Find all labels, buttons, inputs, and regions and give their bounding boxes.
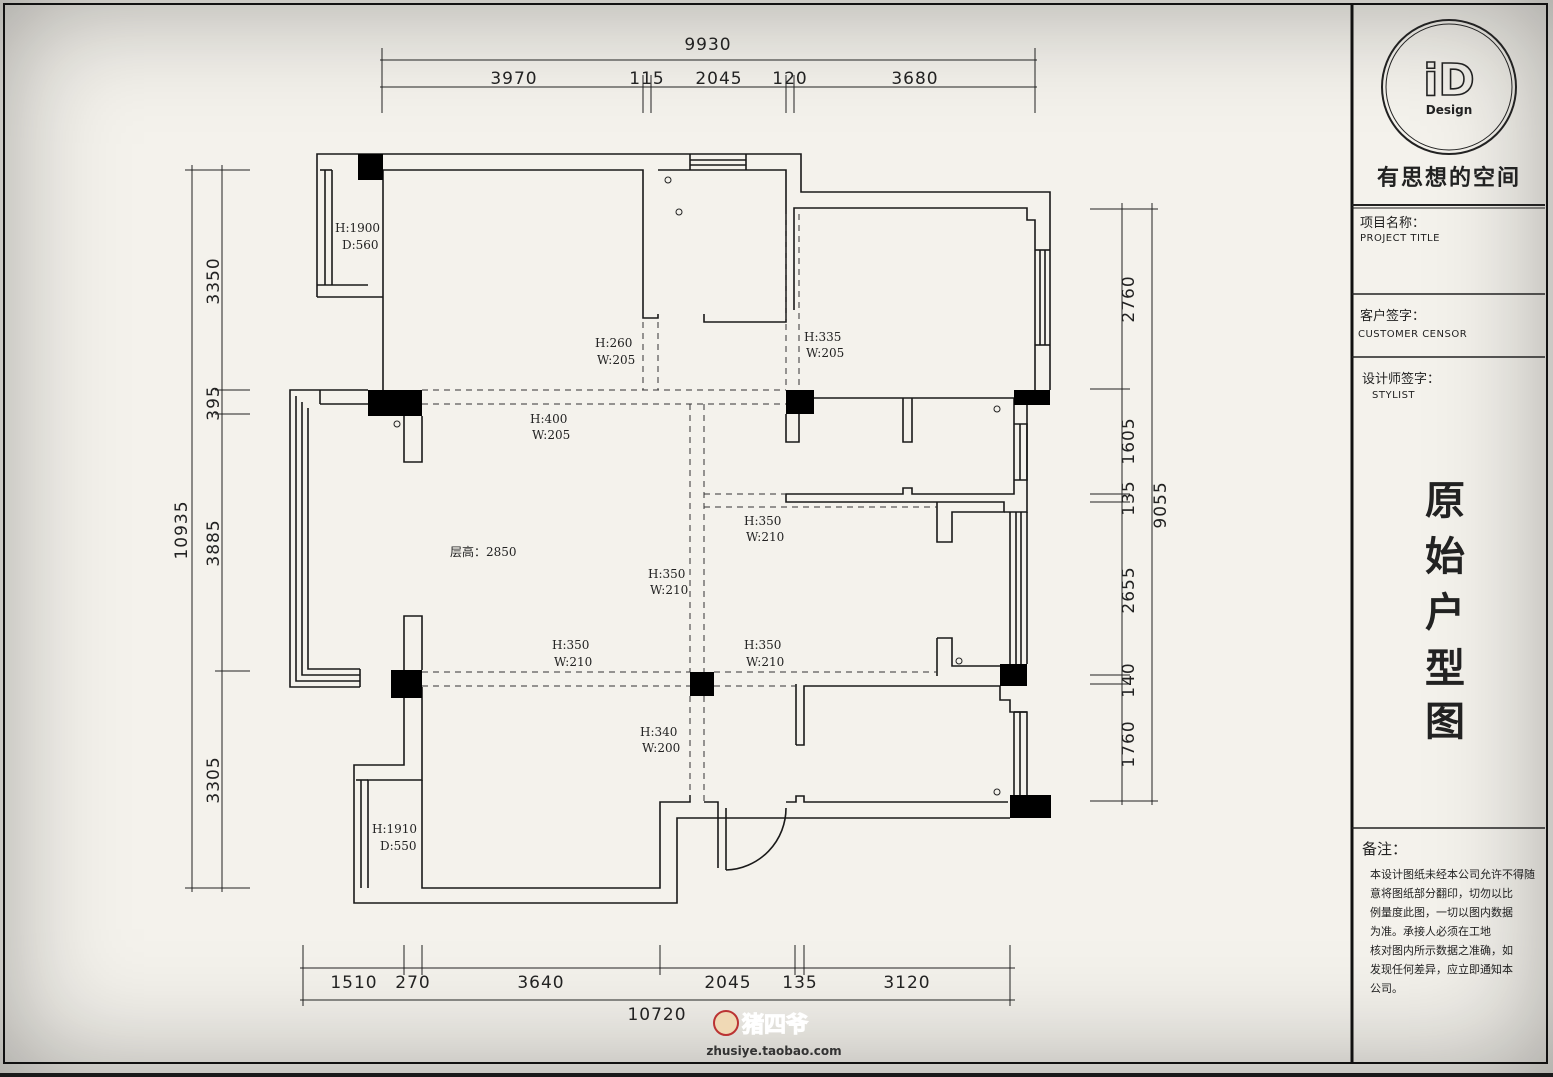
- beam-lines: [422, 214, 937, 802]
- note-beam-height: H:350: [648, 567, 685, 581]
- sheet-border: [3, 3, 1548, 1064]
- dim-right-seg: 135: [1119, 480, 1139, 515]
- remark-line: 核对图内所示数据之准确，如: [1370, 943, 1513, 957]
- dim-right-seg: 1760: [1119, 720, 1139, 767]
- project-title-label: 项目名称：: [1360, 215, 1425, 231]
- drawing-title-char: 型: [1425, 645, 1465, 692]
- dimension-bottom: [300, 945, 1015, 1006]
- dim-left-seg: 3305: [204, 756, 224, 803]
- note-beam-height: H:350: [552, 638, 589, 652]
- remark-line: 例量度此图，一切以图内数据: [1370, 905, 1513, 919]
- dim-top-seg: 2045: [695, 69, 742, 89]
- note-window-height: H:1900: [335, 221, 380, 235]
- note-beam-height: H:335: [804, 330, 841, 344]
- logo-icon: iD: [1423, 55, 1475, 106]
- remark-line: 为准。承接人必须在工地: [1370, 925, 1491, 938]
- drawing-title-char: 图: [1425, 698, 1465, 745]
- dim-right-total: 9055: [1151, 481, 1171, 528]
- watermark-url: zhusiye.taobao.com: [706, 1044, 841, 1058]
- dim-left-seg: 3885: [204, 519, 224, 566]
- customer-sub: CUSTOMER CENSOR: [1358, 329, 1467, 340]
- dim-bottom-seg: 3120: [883, 973, 930, 993]
- designer-label: 设计师签字：: [1362, 371, 1440, 387]
- dim-top-seg: 3680: [891, 69, 938, 89]
- remark-line: 公司。: [1370, 982, 1403, 995]
- dim-right-seg: 140: [1119, 662, 1139, 697]
- walls: [289, 153, 1051, 904]
- dim-bottom-seg: 270: [395, 973, 430, 993]
- dim-bottom-seg: 1510: [330, 973, 377, 993]
- watermark-brand: 猪四爷: [742, 1012, 809, 1038]
- dim-bottom-seg: 135: [782, 973, 817, 993]
- drawing-title-char: 户: [1425, 589, 1465, 636]
- note-beam-width: W:210: [554, 655, 592, 669]
- outlet-markers: [393, 176, 1001, 796]
- note-beam-height: H:340: [640, 725, 677, 739]
- note-beam-width: W:205: [597, 353, 635, 367]
- note-window-depth: D:560: [342, 238, 379, 252]
- dim-top-seg: 120: [772, 69, 807, 89]
- designer-sub: STYLIST: [1372, 390, 1415, 401]
- note-beam-height: H:350: [744, 638, 781, 652]
- dim-left-total: 10935: [172, 500, 192, 559]
- note-beam-width: W:200: [642, 741, 680, 755]
- dim-top-seg: 115: [629, 69, 664, 89]
- note-beam-width: W:210: [650, 583, 688, 597]
- note-beam-height: H:350: [744, 514, 781, 528]
- dim-bottom-seg: 2045: [704, 973, 751, 993]
- drawing-title-char: 原: [1425, 477, 1465, 524]
- dim-top-total: 9930: [684, 35, 731, 55]
- project-title-sub: PROJECT TITLE: [1360, 233, 1440, 244]
- dim-bottom-seg: 3640: [517, 973, 564, 993]
- dimension-left: [185, 165, 250, 892]
- note-window-depth: D:550: [380, 839, 417, 853]
- note-beam-height: H:400: [530, 412, 567, 426]
- logo-wordmark: Design: [1426, 103, 1473, 117]
- plan-notes: H:1900 D:560 H:260 W:205 H:335 W:205 H:4…: [335, 221, 844, 853]
- dim-left-seg: 395: [204, 385, 224, 420]
- note-beam-width: W:205: [806, 346, 844, 360]
- dim-bottom-total: 10720: [627, 1005, 686, 1025]
- remark-line: 发现任何差异，应立即通知本: [1370, 962, 1513, 976]
- logo-ring: [1381, 19, 1517, 155]
- watermark: 猪四爷 zhusiye.taobao.com: [706, 1010, 842, 1058]
- slogan: 有思想的空间: [1377, 165, 1521, 191]
- note-beam-width: W:210: [746, 530, 784, 544]
- customer-label: 客户签字：: [1360, 308, 1425, 324]
- dimension-top: [380, 48, 1037, 113]
- logo-ring-inner: [1385, 23, 1513, 151]
- dim-right-seg: 2655: [1119, 566, 1139, 613]
- title-block: iD Design 有思想的空间 项目名称： PROJECT TITLE 客户签…: [1352, 19, 1545, 995]
- dim-right-seg: 1605: [1119, 417, 1139, 464]
- remark-label: 备注：: [1362, 840, 1407, 858]
- note-floor-height: 层高：2850: [450, 544, 517, 559]
- structural-columns: [358, 154, 1051, 818]
- dim-right-seg: 2760: [1119, 275, 1139, 322]
- dim-top-seg: 3970: [490, 69, 537, 89]
- dim-left-seg: 3350: [204, 257, 224, 304]
- note-beam-height: H:260: [595, 336, 632, 350]
- drawing-title-char: 始: [1425, 533, 1465, 580]
- mascot-icon: [713, 1010, 739, 1036]
- dimension-right: [1090, 203, 1158, 805]
- note-window-height: H:1910: [372, 822, 417, 836]
- note-beam-width: W:205: [532, 428, 570, 442]
- remark-line: 本设计图纸未经本公司允许不得随: [1370, 867, 1535, 881]
- note-beam-width: W:210: [746, 655, 784, 669]
- remark-line: 意将图纸部分翻印，切勿以比: [1370, 886, 1513, 900]
